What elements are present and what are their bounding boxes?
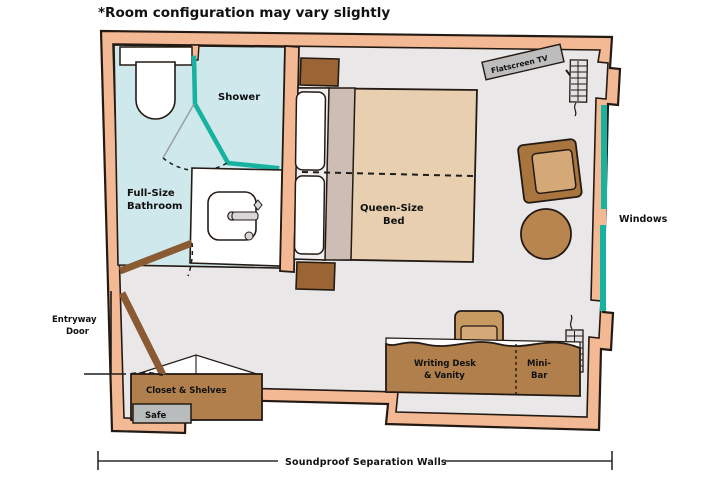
nightstand-bottom [295, 261, 336, 291]
radiator-top [568, 59, 589, 117]
safe-label: Safe [145, 411, 167, 421]
round-side-table [520, 208, 572, 260]
window-upper [601, 105, 607, 209]
faucet-spout-icon [231, 211, 259, 221]
soundproof-dimension: Soundproof Separation Walls [97, 451, 613, 470]
armchair-cushion [531, 148, 577, 195]
minibar-label-line1: Mini- [527, 359, 551, 369]
bathroom-door-swing-arc [187, 242, 194, 277]
nightstands [295, 57, 340, 291]
shower-door-leaf [162, 103, 195, 159]
desk-label-line2: & Vanity [424, 371, 465, 381]
writing-desk-body [385, 341, 581, 397]
window-mullion [600, 209, 606, 225]
closet-label: Closet & Shelves [146, 386, 226, 396]
bed-label-line2: Bed [383, 216, 405, 227]
shower-label: Shower [218, 92, 260, 103]
bathroom-door-leaf [118, 239, 194, 275]
faucet-handle-icon [253, 199, 263, 211]
full-size-bathroom: Full-Size Bathroom Shower [113, 44, 300, 277]
queen-bed-group: Queen-Size Bed [293, 87, 478, 263]
bed-label-line1: Queen-Size [360, 203, 424, 214]
sink-knob-icon [244, 231, 254, 241]
toilet-bowl [135, 61, 176, 120]
armchair [517, 138, 583, 204]
desk-label-line1: Writing Desk [414, 359, 476, 369]
entry-label-line2: Door [66, 327, 90, 337]
windows-label: Windows [619, 214, 668, 225]
window-lower [600, 225, 606, 311]
soundproof-caption: Soundproof Separation Walls [285, 457, 447, 468]
windows-group: Windows [600, 105, 668, 311]
entryway-door-leaf [118, 291, 167, 377]
shower-enclosure-glass [191, 55, 280, 171]
tv-panel [481, 43, 565, 81]
entry-label-line1: Entryway [52, 315, 97, 325]
entryway-door-swing-arc [129, 371, 164, 376]
closet-and-safe: Closet & Shelves Safe [130, 354, 263, 424]
configuration-note: *Room configuration may vary slightly [98, 5, 390, 21]
radiator-bottom-pipe [569, 314, 573, 330]
pillow-bottom [293, 175, 326, 255]
radiator-top-pipe [573, 102, 577, 117]
bathroom-label-line1: Full-Size [127, 188, 175, 199]
pillow-top [294, 91, 327, 171]
radiator-top-fins [571, 61, 587, 101]
bed-center-dashed-line [301, 171, 475, 177]
bathroom-label-line2: Bathroom [127, 201, 182, 212]
nightstand-top [299, 57, 340, 87]
safe-box [132, 403, 192, 424]
writing-desk-and-minibar: Writing Desk & Vanity Mini- Bar [385, 310, 581, 397]
minibar-label-line2: Bar [531, 371, 548, 381]
entryway-door-group: Entryway Door [52, 291, 167, 377]
